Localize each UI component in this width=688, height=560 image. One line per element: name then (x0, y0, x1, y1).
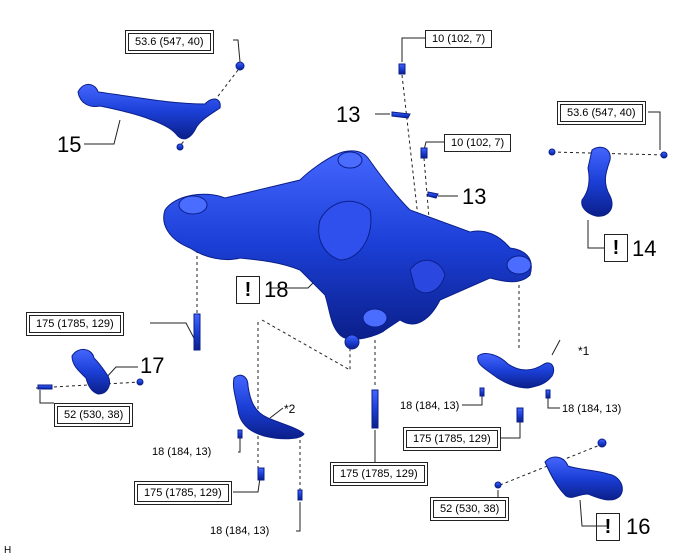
note-star-1: *1 (578, 344, 590, 358)
warning-icon: ! (604, 234, 628, 262)
bracket-2-part (233, 374, 305, 440)
note-star-2: *2 (284, 402, 296, 416)
torque-spec-53-6-b: 53.6 (547, 40) (557, 101, 646, 125)
torque-spec-18-bottom-left: 18 (184, 13) (210, 525, 270, 537)
warning-icon: ! (236, 276, 260, 304)
link-17-part (37, 349, 111, 395)
corner-label: H (4, 545, 12, 556)
torque-value: 175 (1785, 129) (137, 484, 229, 502)
torque-value: 175 (1785, 129) (406, 430, 498, 448)
callout-18: 18 (264, 277, 289, 302)
callout-13-upper: 13 (336, 102, 361, 127)
upper-arm-left-part (77, 61, 245, 151)
torque-spec-18-right-a: 18 (184, 13) (400, 400, 460, 412)
callout-16: 16 (626, 514, 651, 539)
torque-spec-18-mid-left: 18 (184, 13) (152, 446, 212, 458)
bracket-part (391, 111, 439, 199)
torque-spec-18-right-b: 18 (184, 13) (562, 403, 622, 415)
torque-value: 53.6 (547, 40) (128, 33, 211, 51)
torque-spec-52-right: 52 (530, 38) (430, 497, 510, 521)
torque-value: 52 (530, 38) (57, 406, 131, 424)
torque-spec-53-6-a: 53.6 (547, 40) (125, 30, 214, 54)
bolts (136, 63, 607, 501)
torque-spec-10-b: 10 (102, 7) (444, 134, 512, 152)
torque-spec-10-a: 10 (102, 7) (425, 30, 493, 48)
torque-value: 175 (1785, 129) (29, 315, 121, 333)
torque-value: 53.6 (547, 40) (560, 104, 643, 122)
torque-spec-175-center: 175 (1785, 129) (330, 462, 428, 486)
torque-spec-175-mid-left: 175 (1785, 129) (134, 481, 232, 505)
callout-15: 15 (57, 132, 82, 157)
torque-spec-52-left: 52 (530, 38) (54, 403, 134, 427)
bracket-1-part (477, 353, 555, 389)
lower-arm-right-part (544, 456, 623, 501)
torque-spec-175-left: 175 (1785, 129) (26, 312, 124, 336)
warning-icon: ! (596, 513, 620, 541)
upper-arm-right-part (548, 146, 668, 217)
torque-spec-175-right: 175 (1785, 129) (403, 427, 501, 451)
callout-14: 14 (632, 236, 657, 261)
torque-value: 52 (530, 38) (433, 500, 507, 518)
callout-13-lower: 13 (462, 184, 487, 209)
torque-value: 175 (1785, 129) (333, 465, 425, 483)
subframe-part (163, 150, 532, 350)
callout-17: 17 (140, 353, 165, 378)
